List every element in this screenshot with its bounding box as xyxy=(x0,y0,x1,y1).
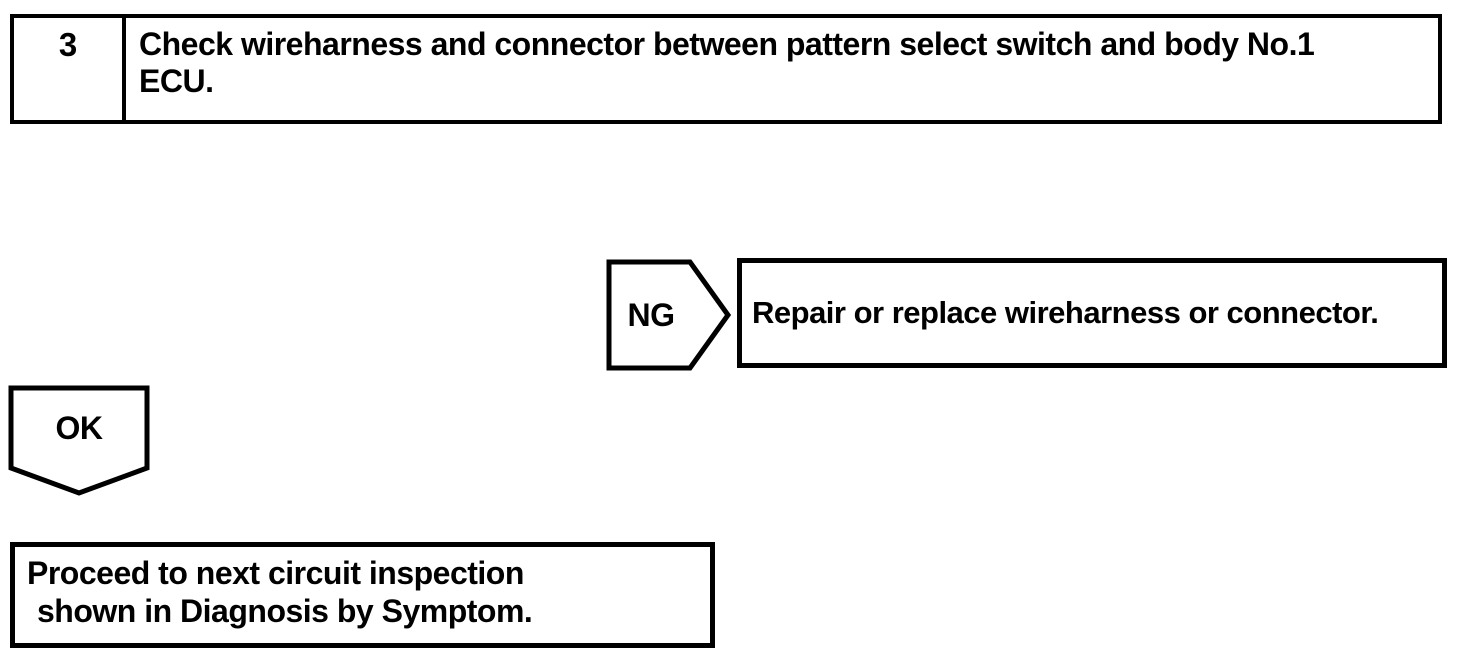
ng-pentagon-icon xyxy=(606,259,732,371)
ok-action-box: Proceed to next circuit inspection shown… xyxy=(10,542,715,648)
step-instruction-line-1: Check wireharness and connector between … xyxy=(139,26,1315,62)
ng-label-text: NG xyxy=(627,296,676,333)
ok-connector-label: OK xyxy=(11,388,147,468)
step-number-cell: 3 xyxy=(14,18,126,120)
step-box: 3 Check wireharness and connector betwee… xyxy=(10,14,1442,124)
ok-action-line-1: Proceed to next circuit inspection xyxy=(27,555,524,591)
ok-pentagon-icon xyxy=(8,385,150,496)
step-instruction-line-2: ECU. xyxy=(139,63,214,99)
ok-label-text: OK xyxy=(55,409,104,446)
ok-action-line-2: shown in Diagnosis by Symptom. xyxy=(37,593,533,629)
ng-action-text: Repair or replace wireharness or connect… xyxy=(752,295,1379,330)
step-number: 3 xyxy=(58,26,78,63)
step-instruction: Check wireharness and connector between … xyxy=(126,18,1438,120)
ng-action-box: Repair or replace wireharness or connect… xyxy=(737,258,1447,368)
ng-connector-label: NG xyxy=(609,262,693,368)
